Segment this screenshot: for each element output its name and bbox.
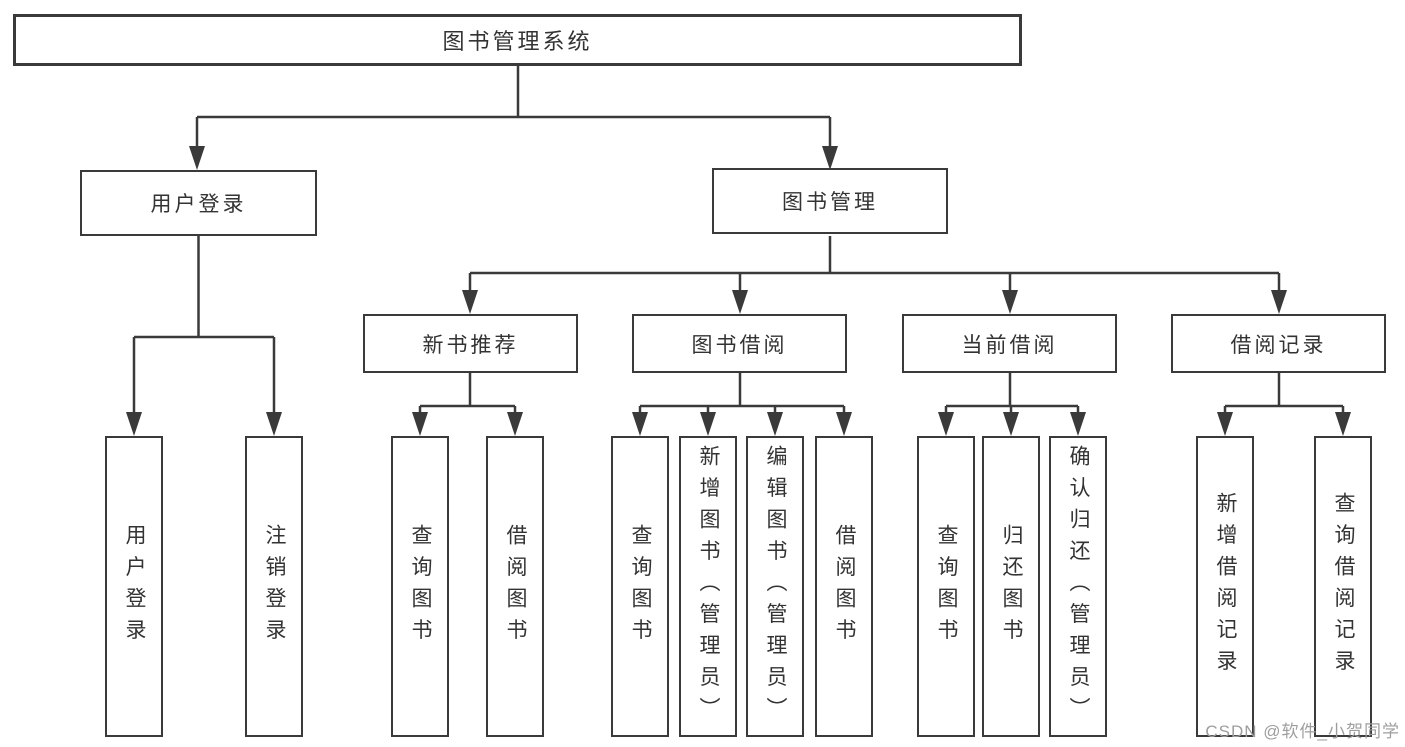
node-leaf-query-books-current: 查询图书: [917, 436, 975, 737]
connector-current-borrow-to-leaves: [944, 373, 1080, 416]
node-leaf-query-books-borrow: 查询图书: [611, 436, 669, 737]
node-library-management-system: 图书管理系统: [13, 14, 1022, 66]
node-leaf-add-books-admin: 新增图书（管理员）: [679, 436, 737, 737]
node-leaf-confirm-return-admin: 确认归还（管理员）: [1049, 436, 1107, 737]
node-leaf-return-books: 归还图书: [982, 436, 1040, 737]
connector-borrow-records-to-leaves: [1223, 373, 1345, 416]
arrowhead: [1335, 412, 1351, 436]
node-leaf-borrow-books: 借阅图书: [815, 436, 873, 737]
node-user-login: 用户登录: [80, 170, 317, 236]
node-leaf-query-borrow-record: 查询借阅记录: [1314, 436, 1372, 737]
arrowhead: [1002, 290, 1018, 314]
node-leaf-add-borrow-record: 新增借阅记录: [1196, 436, 1254, 737]
arrowhead: [1070, 412, 1086, 436]
connector-new-book-to-leaves: [418, 373, 517, 416]
arrowhead: [767, 412, 783, 436]
node-current-borrow: 当前借阅: [902, 314, 1117, 373]
arrowhead: [732, 290, 748, 314]
arrowhead: [700, 412, 716, 436]
connector-book-borrow-to-leaves: [638, 373, 846, 416]
node-book-borrow: 图书借阅: [632, 314, 847, 373]
arrowhead: [189, 146, 205, 170]
arrowhead: [412, 412, 428, 436]
connector-user-login-to-leaves: [132, 236, 276, 416]
node-borrow-records: 借阅记录: [1171, 314, 1386, 373]
node-leaf-edit-books-admin: 编辑图书（管理员）: [746, 436, 804, 737]
arrowhead: [266, 412, 282, 436]
node-leaf-logout: 注销登录: [245, 436, 303, 737]
connector-book-management-to-level3: [468, 236, 1281, 292]
node-leaf-query-books-recommend: 查询图书: [391, 436, 449, 737]
node-new-book-recommend: 新书推荐: [363, 314, 578, 373]
node-leaf-user-login: 用户登录: [105, 436, 163, 737]
arrowhead: [836, 412, 852, 436]
arrowhead: [462, 290, 478, 314]
arrowhead: [1003, 412, 1019, 436]
connector-root-to-level2: [195, 66, 832, 150]
arrowhead: [822, 146, 838, 170]
watermark: CSDN @软件_小贺同学: [1205, 722, 1400, 741]
arrowhead: [1271, 290, 1287, 314]
node-leaf-borrow-books-recommend: 借阅图书: [486, 436, 544, 737]
arrowhead: [1217, 412, 1233, 436]
arrowhead: [126, 412, 142, 436]
arrowhead: [507, 412, 523, 436]
arrowhead: [938, 412, 954, 436]
arrowhead: [632, 412, 648, 436]
node-book-management: 图书管理: [712, 168, 948, 234]
